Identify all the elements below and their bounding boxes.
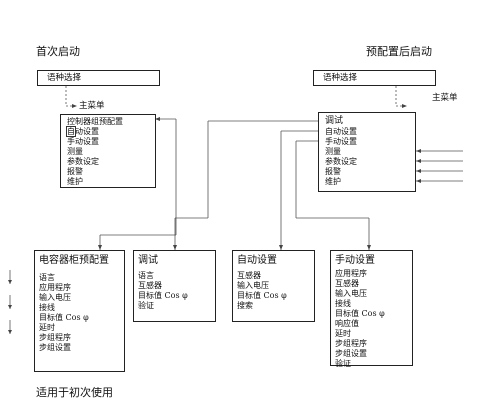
main-menu-right: 调试 自动设置 手动设置 测量 参数设定 报警 维护: [318, 112, 416, 192]
menu-item-auto-rest: 动设置: [75, 127, 99, 136]
menu-item-params[interactable]: 参数设定: [67, 157, 99, 166]
cabinet-item[interactable]: 步组程序: [39, 333, 71, 342]
lang-select-box-right[interactable]: 语种选择: [313, 70, 436, 86]
main-menu-right-label: 主菜单: [432, 93, 458, 103]
menu-item-maintenance[interactable]: 维护: [67, 177, 83, 186]
debug-item[interactable]: 目标值 Cos φ: [138, 291, 188, 300]
main-menu-left: 控制器组预配置 自动设置 手动设置 测量 参数设定 报警 维护: [60, 114, 156, 188]
lang-select-label-right: 语种选择: [323, 73, 358, 83]
manual-item[interactable]: 应用程序: [335, 269, 367, 278]
cabinet-item[interactable]: 步组设置: [39, 343, 71, 352]
cabinet-item[interactable]: 接线: [39, 303, 55, 312]
main-menu-label-left: 主菜单: [79, 101, 105, 111]
debug-item[interactable]: 验证: [138, 301, 154, 310]
cabinet-panel-list: 语言 应用程序 输入电压 接线 目标值 Cos φ 延时 步组程序 步组设置: [39, 273, 89, 353]
auto-item[interactable]: 互感器: [237, 271, 261, 280]
cabinet-item[interactable]: 延时: [39, 323, 55, 332]
manual-panel-title: 手动设置: [335, 255, 375, 266]
menu-item-alarm[interactable]: 报警: [67, 167, 83, 176]
cursor-highlight: 自: [66, 126, 76, 137]
manual-item[interactable]: 步组程序: [335, 339, 367, 348]
cabinet-item[interactable]: 目标值 Cos φ: [39, 313, 89, 322]
manual-settings-panel: 手动设置 应用程序 互感器 输入电压 接线 目标值 Cos φ 响应值 延时 步…: [330, 250, 413, 369]
manual-item[interactable]: 延时: [335, 329, 351, 338]
debug-item[interactable]: 互感器: [138, 281, 162, 290]
menu-item-auto-r[interactable]: 自动设置: [325, 127, 357, 136]
auto-panel-title: 自动设置: [237, 255, 277, 266]
auto-item[interactable]: 输入电压: [237, 281, 269, 290]
cabinet-item[interactable]: 语言: [39, 273, 55, 282]
manual-item[interactable]: 步组设置: [335, 349, 367, 358]
main-menu-right-list: 调试 自动设置 手动设置 测量 参数设定 报警 维护: [325, 116, 357, 187]
debug-panel: 调试 语言 互感器 目标值 Cos φ 验证: [133, 250, 216, 322]
menu-item-maintenance-r[interactable]: 维护: [325, 177, 341, 186]
menu-item-manual-r[interactable]: 手动设置: [325, 137, 357, 146]
manual-item[interactable]: 验证: [335, 359, 351, 368]
menu-item-debug-r[interactable]: 调试: [325, 116, 344, 126]
menu-item-alarm-r[interactable]: 报警: [325, 167, 341, 176]
main-menu-left-list: 控制器组预配置 自动设置 手动设置 测量 参数设定 报警 维护: [66, 117, 123, 187]
menu-item-measure[interactable]: 测量: [67, 147, 83, 156]
lang-select-label-left: 语种选择: [47, 73, 82, 83]
footer-note: 适用于初次使用: [36, 386, 113, 399]
manual-item[interactable]: 目标值 Cos φ: [335, 309, 385, 318]
auto-item[interactable]: 目标值 Cos φ: [237, 291, 287, 300]
cabinet-panel-title: 电容器柜预配置: [39, 255, 109, 266]
menu-item-measure-r[interactable]: 测量: [325, 147, 341, 156]
cabinet-item[interactable]: 输入电压: [39, 293, 71, 302]
auto-panel-list: 互感器 输入电压 目标值 Cos φ 搜索: [237, 271, 287, 311]
cabinet-item[interactable]: 应用程序: [39, 283, 71, 292]
auto-item[interactable]: 搜索: [237, 301, 253, 310]
manual-item[interactable]: 互感器: [335, 279, 359, 288]
debug-panel-list: 语言 互感器 目标值 Cos φ 验证: [138, 271, 188, 311]
menu-item-manual[interactable]: 手动设置: [67, 137, 99, 146]
debug-item[interactable]: 语言: [138, 271, 154, 280]
manual-item[interactable]: 响应值: [335, 319, 359, 328]
menu-item-params-r[interactable]: 参数设定: [325, 157, 357, 166]
auto-settings-panel: 自动设置 互感器 输入电压 目标值 Cos φ 搜索: [232, 250, 315, 322]
cabinet-preconfig-panel: 电容器柜预配置 语言 应用程序 输入电压 接线 目标值 Cos φ 延时 步组程…: [34, 250, 125, 372]
manual-item[interactable]: 接线: [335, 299, 351, 308]
lang-select-box-left[interactable]: 语种选择: [37, 70, 160, 86]
manual-item[interactable]: 输入电压: [335, 289, 367, 298]
first-start-heading: 首次启动: [36, 45, 80, 58]
debug-panel-title: 调试: [138, 255, 158, 266]
menu-item-preconfig[interactable]: 控制器组预配置: [67, 117, 123, 126]
manual-panel-list: 应用程序 互感器 输入电压 接线 目标值 Cos φ 响应值 延时 步组程序 步…: [335, 269, 385, 369]
preconfig-start-heading: 预配置后启动: [366, 45, 432, 58]
menu-item-auto[interactable]: 自动设置: [66, 126, 123, 137]
